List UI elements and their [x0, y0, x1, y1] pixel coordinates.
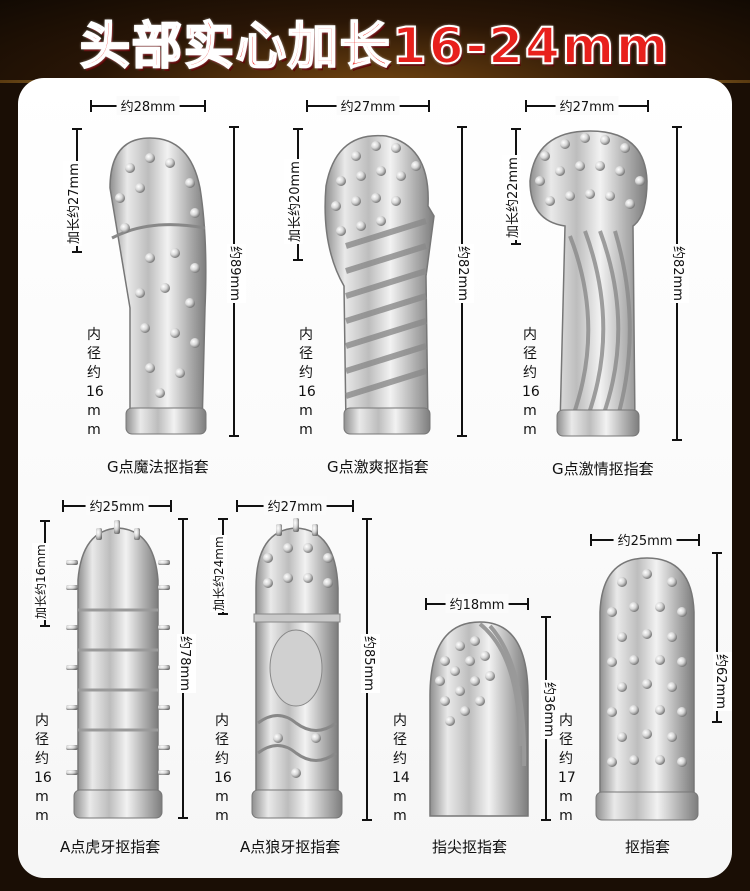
product-name: G点魔法抠指套	[107, 458, 209, 476]
extend-label: 加长约22mm	[502, 155, 521, 240]
product-name: G点激爽抠指套	[327, 458, 429, 476]
product-name: 指尖抠指套	[432, 838, 508, 856]
width-dimension: 约28mm	[90, 96, 206, 115]
a-wolf-sleeve-image	[251, 518, 343, 819]
length-label: 约82mm	[455, 244, 474, 303]
width-dimension: 约25mm	[62, 496, 172, 515]
width-label: 约25mm	[85, 496, 149, 515]
width-dimension: 约27mm	[236, 496, 354, 515]
width-label: 约28mm	[116, 96, 180, 115]
product-name: 抠指套	[625, 838, 671, 856]
width-dimension: 约25mm	[590, 530, 700, 549]
page-title: 头部实心加长16-24mm	[79, 16, 671, 76]
extend-label: 加长约16mm	[32, 543, 49, 620]
width-label: 约25mm	[613, 530, 677, 549]
product-name: A点虎牙抠指套	[60, 838, 161, 856]
product-name: A点狼牙抠指套	[240, 838, 341, 856]
length-dimension	[716, 552, 718, 722]
g-passion-sleeve-image	[529, 130, 648, 437]
fingertip-sleeve-image	[429, 621, 529, 817]
title-banner	[0, 0, 750, 80]
width-dimension: 约27mm	[306, 96, 430, 115]
width-dimension: 约27mm	[525, 96, 649, 115]
length-label: 约82mm	[670, 244, 689, 303]
length-label: 约62mm	[713, 652, 732, 711]
g-thrill-sleeve-image	[324, 134, 435, 435]
width-label: 约27mm	[336, 96, 400, 115]
length-label: 约78mm	[177, 634, 196, 693]
basic-sleeve-image	[595, 557, 699, 821]
extend-label: 加长约27mm	[63, 161, 82, 246]
extend-label: 加长约20mm	[284, 159, 303, 244]
width-label: 约27mm	[263, 496, 327, 515]
length-label: 约85mm	[361, 634, 380, 693]
g-magic-sleeve-image	[109, 137, 207, 435]
width-label: 约27mm	[555, 96, 619, 115]
width-dimension: 约18mm	[425, 594, 529, 613]
a-tiger-sleeve-image	[66, 520, 170, 819]
product-name: G点激情抠指套	[552, 460, 654, 478]
extend-label: 加长约24mm	[210, 535, 227, 612]
length-label: 约89mm	[227, 244, 246, 303]
width-label: 约18mm	[445, 594, 509, 613]
